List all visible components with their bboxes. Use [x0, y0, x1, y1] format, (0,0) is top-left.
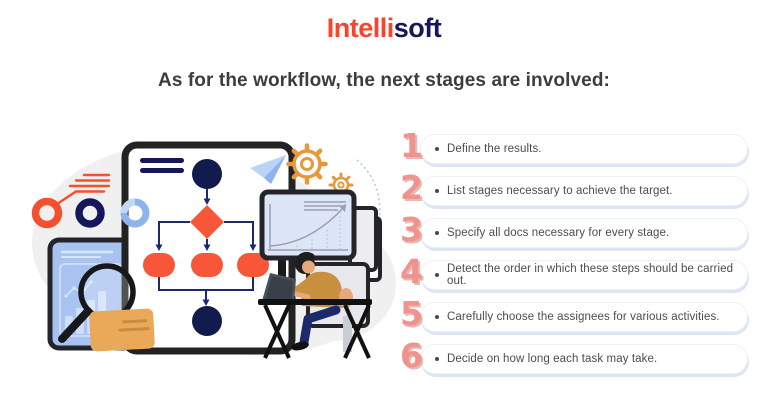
step-card: Decide on how long each task may take. [420, 344, 748, 374]
step-card: Detect the order in which these steps sh… [420, 260, 748, 290]
step-text: List stages necessary to achieve the tar… [447, 185, 673, 197]
person-at-desk-icon [291, 251, 353, 352]
step-number: 4 [400, 252, 423, 291]
step-row-2: 2 List stages necessary to achieve the t… [400, 171, 748, 206]
step-text: Decide on how long each task may take. [447, 353, 658, 365]
flowchart-tablet-icon [121, 141, 296, 355]
workflow-steps-list: 1 Define the results. 2 List stages nece… [400, 129, 748, 386]
logo-part-1: Intelli [326, 13, 395, 43]
step-row-4: 4 Detect the order in which these steps … [400, 255, 748, 290]
bullet-dot [435, 315, 439, 319]
step-text: Carefully choose the assignees for vario… [447, 311, 720, 323]
step-row-1: 1 Define the results. [400, 129, 748, 164]
navy-ring-icon [75, 198, 105, 228]
step-number: 6 [400, 336, 423, 375]
step-card: Define the results. [420, 134, 748, 164]
bullet-dot [435, 147, 439, 151]
desk-icon [258, 299, 372, 359]
laptop-icon [262, 273, 304, 303]
red-ring-icon [31, 197, 63, 229]
bullet-dot [435, 357, 439, 361]
logo: Intellisoft [0, 13, 768, 44]
step-card: Carefully choose the assignees for vario… [420, 302, 748, 332]
bullet-dot [435, 231, 439, 235]
flowchart-diagram [143, 159, 269, 336]
bullet-dot [435, 189, 439, 193]
step-row-6: 6 Decide on how long each task may take. [400, 339, 748, 374]
speed-lines-icon [55, 173, 111, 206]
workflow-illustration [31, 141, 396, 359]
step-number: 3 [400, 210, 423, 249]
step-number: 2 [400, 168, 423, 207]
blue-ring-icon [120, 198, 150, 228]
step-text: Define the results. [447, 143, 542, 155]
step-row-3: 3 Specify all docs necessary for every s… [400, 213, 748, 248]
step-number: 5 [400, 294, 423, 333]
paper-plane-icon [250, 155, 286, 184]
step-text: Specify all docs necessary for every sta… [447, 227, 670, 239]
step-row-5: 5 Carefully choose the assignees for var… [400, 297, 748, 332]
step-card: Specify all docs necessary for every sta… [420, 218, 748, 248]
step-text: Detect the order in which these steps sh… [447, 263, 734, 287]
step-card: List stages necessary to achieve the tar… [420, 176, 748, 206]
bullet-dot [435, 273, 439, 277]
step-number: 1 [400, 126, 423, 165]
page-title: As for the workflow, the next stages are… [158, 70, 610, 91]
logo-part-2: soft [393, 13, 442, 43]
folder-icon [89, 308, 155, 352]
